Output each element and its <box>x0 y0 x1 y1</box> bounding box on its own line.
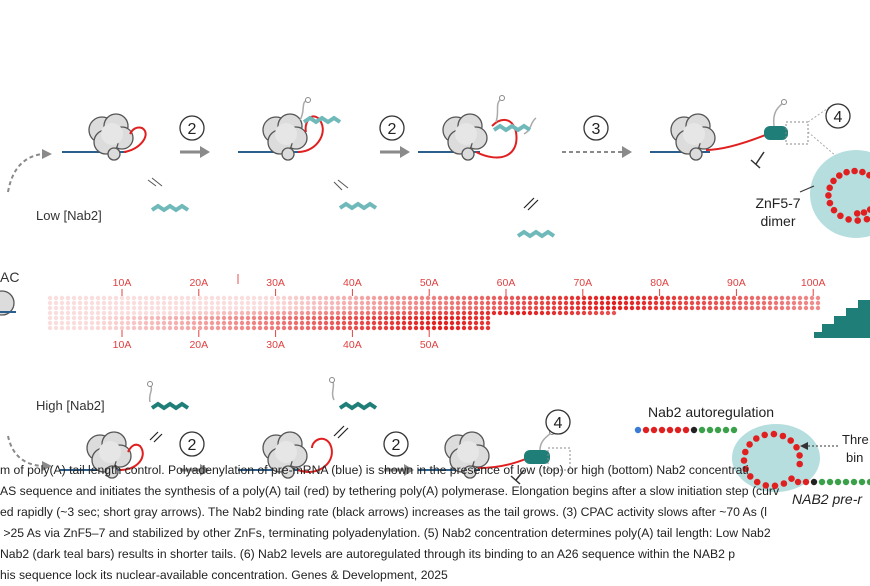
nab2-gene-sequence <box>794 478 870 486</box>
znf-dimer-zoom <box>810 150 870 238</box>
cpac-complex-5 <box>60 381 190 479</box>
top-tick-labels: 10A 20A 30A 40A 50A 60A 70A 80A 90A 100A <box>113 277 826 296</box>
caption-line: AS sequence and initiates the synthesis … <box>0 484 780 498</box>
tick-label: 50A <box>420 277 439 289</box>
tick-label: 20A <box>189 277 208 289</box>
nab2-pre-mrna-label: NAB2 pre-r <box>792 491 863 507</box>
tick-label: 60A <box>497 277 516 289</box>
nab2-autoregulation-dimer <box>732 424 820 492</box>
cpac-label-fragment: AC <box>0 269 19 285</box>
low-nab2-row: 2 2 <box>7 95 870 238</box>
step-2-label: 2 <box>188 437 197 454</box>
cpac-complex-3 <box>418 95 556 238</box>
step-4-label: 4 <box>834 109 843 126</box>
polya-dot-gradient <box>47 295 821 331</box>
caption-line: m of poly(A) tail length control. Polyad… <box>0 463 749 477</box>
znf-label: ZnF5-7 <box>755 195 800 211</box>
step-4-badge <box>545 409 571 435</box>
caption-line: >25 As via ZnF5–7 and stabilized by othe… <box>0 526 771 540</box>
tick-label: 30A <box>266 339 285 351</box>
bottom-tick-labels: 10A 20A 30A 40A 50A <box>113 330 439 351</box>
step-2-badge <box>179 115 205 141</box>
step-2-label: 2 <box>388 121 397 138</box>
high-nab2-label: High [Nab2] <box>36 398 105 413</box>
nab2-length-histogram <box>814 300 870 338</box>
step-2-badge <box>179 431 205 457</box>
tick-label: 10A <box>113 277 132 289</box>
curved-dashed-arrow <box>7 435 43 467</box>
caption-line: ed rapidly (~3 sec; short gray arrows). … <box>0 505 767 519</box>
step-2-badge <box>379 115 405 141</box>
step-4-badge <box>825 103 851 129</box>
cpac-complex-2 <box>238 97 378 210</box>
caption-line: his sequence lock its nuclear-available … <box>0 568 448 582</box>
autoregulation-label: Nab2 autoregulation <box>648 404 774 420</box>
step-2-badge <box>383 431 409 457</box>
three-binding-label-1: Thre <box>842 432 869 447</box>
curved-dashed-arrow <box>7 153 43 193</box>
step-3-badge <box>583 115 609 141</box>
tick-label: 20A <box>189 339 208 351</box>
high-nab2-row: High [Nab2] 2 2 <box>7 377 870 507</box>
cpac-complex-4 <box>650 99 837 169</box>
tick-label: 40A <box>343 277 362 289</box>
tick-label: 70A <box>573 277 592 289</box>
tick-label: 40A <box>343 339 362 351</box>
dimer-label: dimer <box>760 213 795 229</box>
tick-label: 50A <box>420 339 439 351</box>
autoregulation-sequence <box>634 426 738 434</box>
step-3-label: 3 <box>592 121 601 138</box>
arrow-head <box>42 149 52 159</box>
step-2-label: 2 <box>188 121 197 138</box>
tick-label: 30A <box>266 277 285 289</box>
low-nab2-label: Low [Nab2] <box>36 208 102 223</box>
cpac-complex-1 <box>62 113 190 212</box>
step-4-label: 4 <box>554 415 563 432</box>
tail-length-scale: AC 10A 20A 30A 40A 50A 60A 70A 80A 90A 100A 10A 20… <box>0 269 870 351</box>
figure-caption: m of poly(A) tail length control. Polyad… <box>0 460 870 586</box>
tick-label: 90A <box>727 277 746 289</box>
caption-line: Nab2 (dark teal bars) results in shorter… <box>0 547 736 561</box>
tick-label: 80A <box>650 277 669 289</box>
tick-label: 10A <box>113 339 132 351</box>
tick-label: 100A <box>801 277 826 289</box>
cpac-complex-6 <box>238 377 378 479</box>
three-binding-label-2: bin <box>846 450 863 465</box>
step-2-label: 2 <box>392 437 401 454</box>
